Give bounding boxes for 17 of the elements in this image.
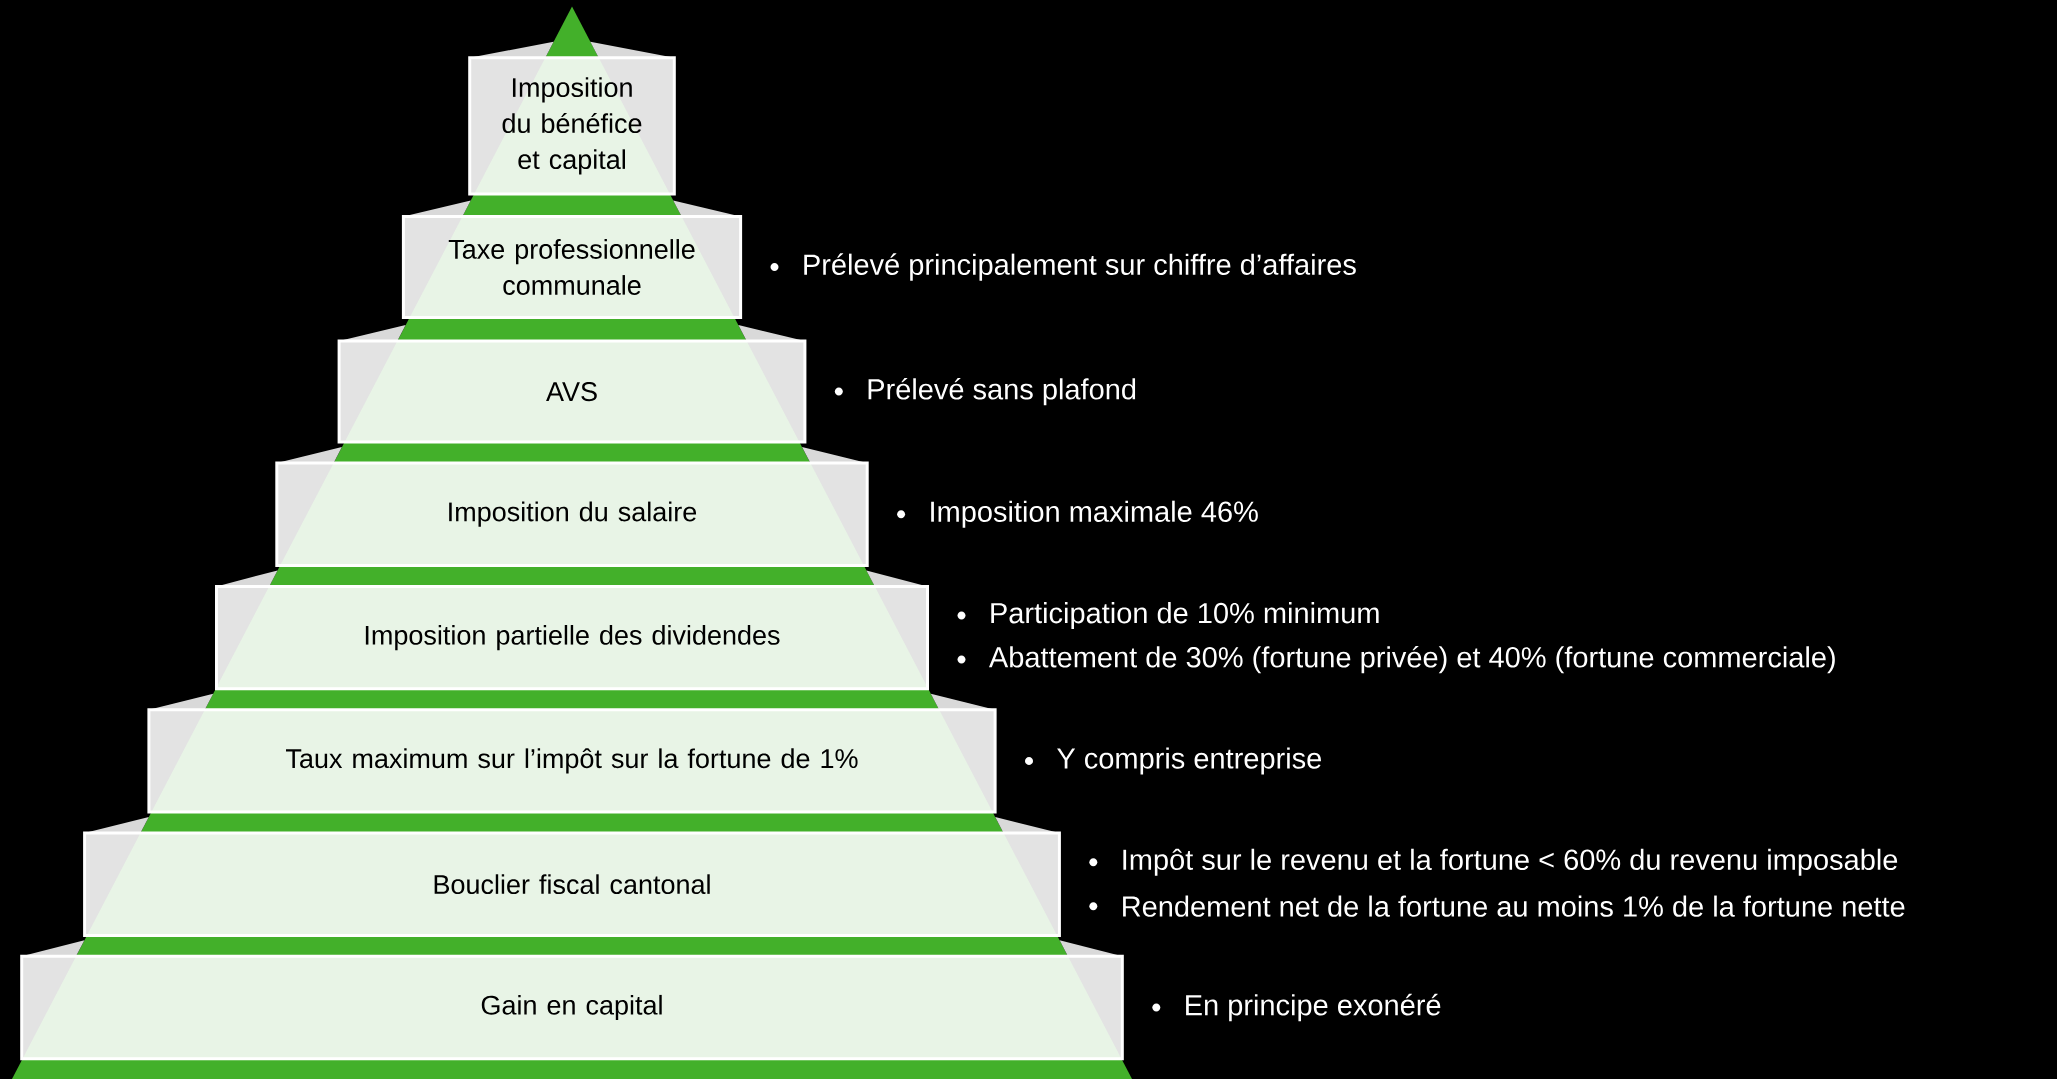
pyramid-tier: Imposition partielle des dividendes: [215, 570, 929, 691]
note-text: Rendement net de la fortune au moins 1% de la fortune nette: [1123, 895, 1905, 917]
note-text: Prélevé sans plafond: [868, 377, 1136, 406]
pyramid-tier: AVS: [337, 325, 807, 444]
note-text: Impôt sur le revenu et la fortune < 60% du revenu imposable: [1123, 848, 1898, 876]
note-text: Prélevé principalement sur chiffre d’affaires: [804, 253, 1356, 281]
note-text: Participation de 10% minimum: [991, 602, 1379, 630]
pyramid-tier: Taxe professionnelle communale: [401, 200, 743, 319]
note-text: Imposition maximale 46%: [931, 500, 1258, 528]
pyramid-tier: Taux maximum sur l’impôt sur la fortune de 1%: [147, 693, 997, 814]
pyramid-tier: Gain en capital: [20, 940, 1124, 1061]
pyramid-tier: Imposition du bénéfice et capital: [468, 41, 676, 196]
note-text: En principe exonéré: [1186, 993, 1441, 1022]
pyramid-tier: Bouclier fiscal cantonal: [83, 817, 1061, 937]
note-text: Y compris entreprise: [1057, 747, 1321, 775]
note-text: Abattement de 30% (fortune privée) et 40% (fortune commerciale): [988, 645, 1835, 674]
pyramid-tier: Imposition du salaire: [275, 447, 869, 567]
